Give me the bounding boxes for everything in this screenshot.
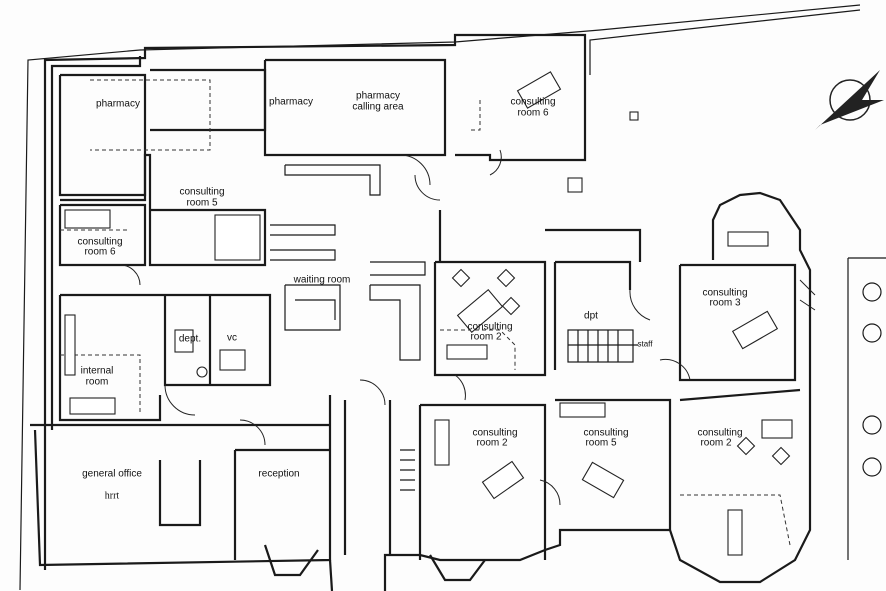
room-label-pharmacy-calling-area: pharmacy — [356, 90, 400, 102]
room-label-consulting-2-mid-2: room 2 — [470, 331, 502, 343]
room-label-consulting-6-left-2: room 6 — [84, 246, 116, 258]
room-label-consulting-3: consulting — [702, 287, 748, 299]
room-label-consulting-5-bottom-2: room 5 — [585, 437, 617, 449]
room-label-consulting-2-bottom: consulting — [472, 427, 518, 439]
room-label-consulting-2-mid: consulting — [467, 321, 513, 333]
room-label-general-office: general office — [82, 468, 142, 480]
room-label-pharmacy: pharmacy — [96, 98, 140, 110]
staircase — [400, 329, 638, 491]
room-mark-hrrt: hrrt — [104, 490, 120, 502]
room-label-pharmacy-2: pharmacy — [269, 96, 313, 108]
room-label-consulting-6-top: consulting — [510, 96, 556, 108]
bicycle-icons — [847, 257, 886, 560]
room-label-consulting-5-top-2: room 5 — [186, 197, 218, 209]
room-label-pharmacy-calling-area-2: calling area — [352, 101, 404, 113]
room-label-internal-room-2: room — [85, 376, 109, 388]
room-label-dpt: dpt — [584, 310, 598, 322]
dashed-lines — [60, 79, 791, 546]
room-label-consulting-6-left: consulting — [77, 236, 123, 248]
room-label-waiting-room: waiting room — [293, 274, 351, 286]
room-label-consulting-2-right-2: room 2 — [700, 437, 732, 449]
room-label-consulting-6-top-2: room 6 — [517, 107, 549, 119]
inner-walls — [58, 58, 801, 560]
room-label-reception: reception — [258, 468, 300, 480]
room-label-consulting-2-right: consulting — [697, 427, 743, 439]
room-label-consulting-3-2: room 3 — [709, 297, 741, 309]
room-label-vc: vc — [227, 332, 237, 344]
room-label-consulting-5-bottom: consulting — [583, 427, 629, 439]
room-label-dept: dept. — [178, 333, 202, 345]
room-label-consulting-2-bottom-2: room 2 — [476, 437, 508, 449]
outer-walls — [30, 33, 812, 591]
room-label-internal-room: internal — [80, 365, 114, 377]
room-label-staff: staff — [637, 339, 653, 349]
doors — [119, 149, 816, 506]
furniture — [64, 71, 793, 556]
counters — [270, 164, 426, 361]
room-label-consulting-5-top: consulting — [179, 186, 225, 198]
north-arrow-icon — [815, 70, 884, 130]
